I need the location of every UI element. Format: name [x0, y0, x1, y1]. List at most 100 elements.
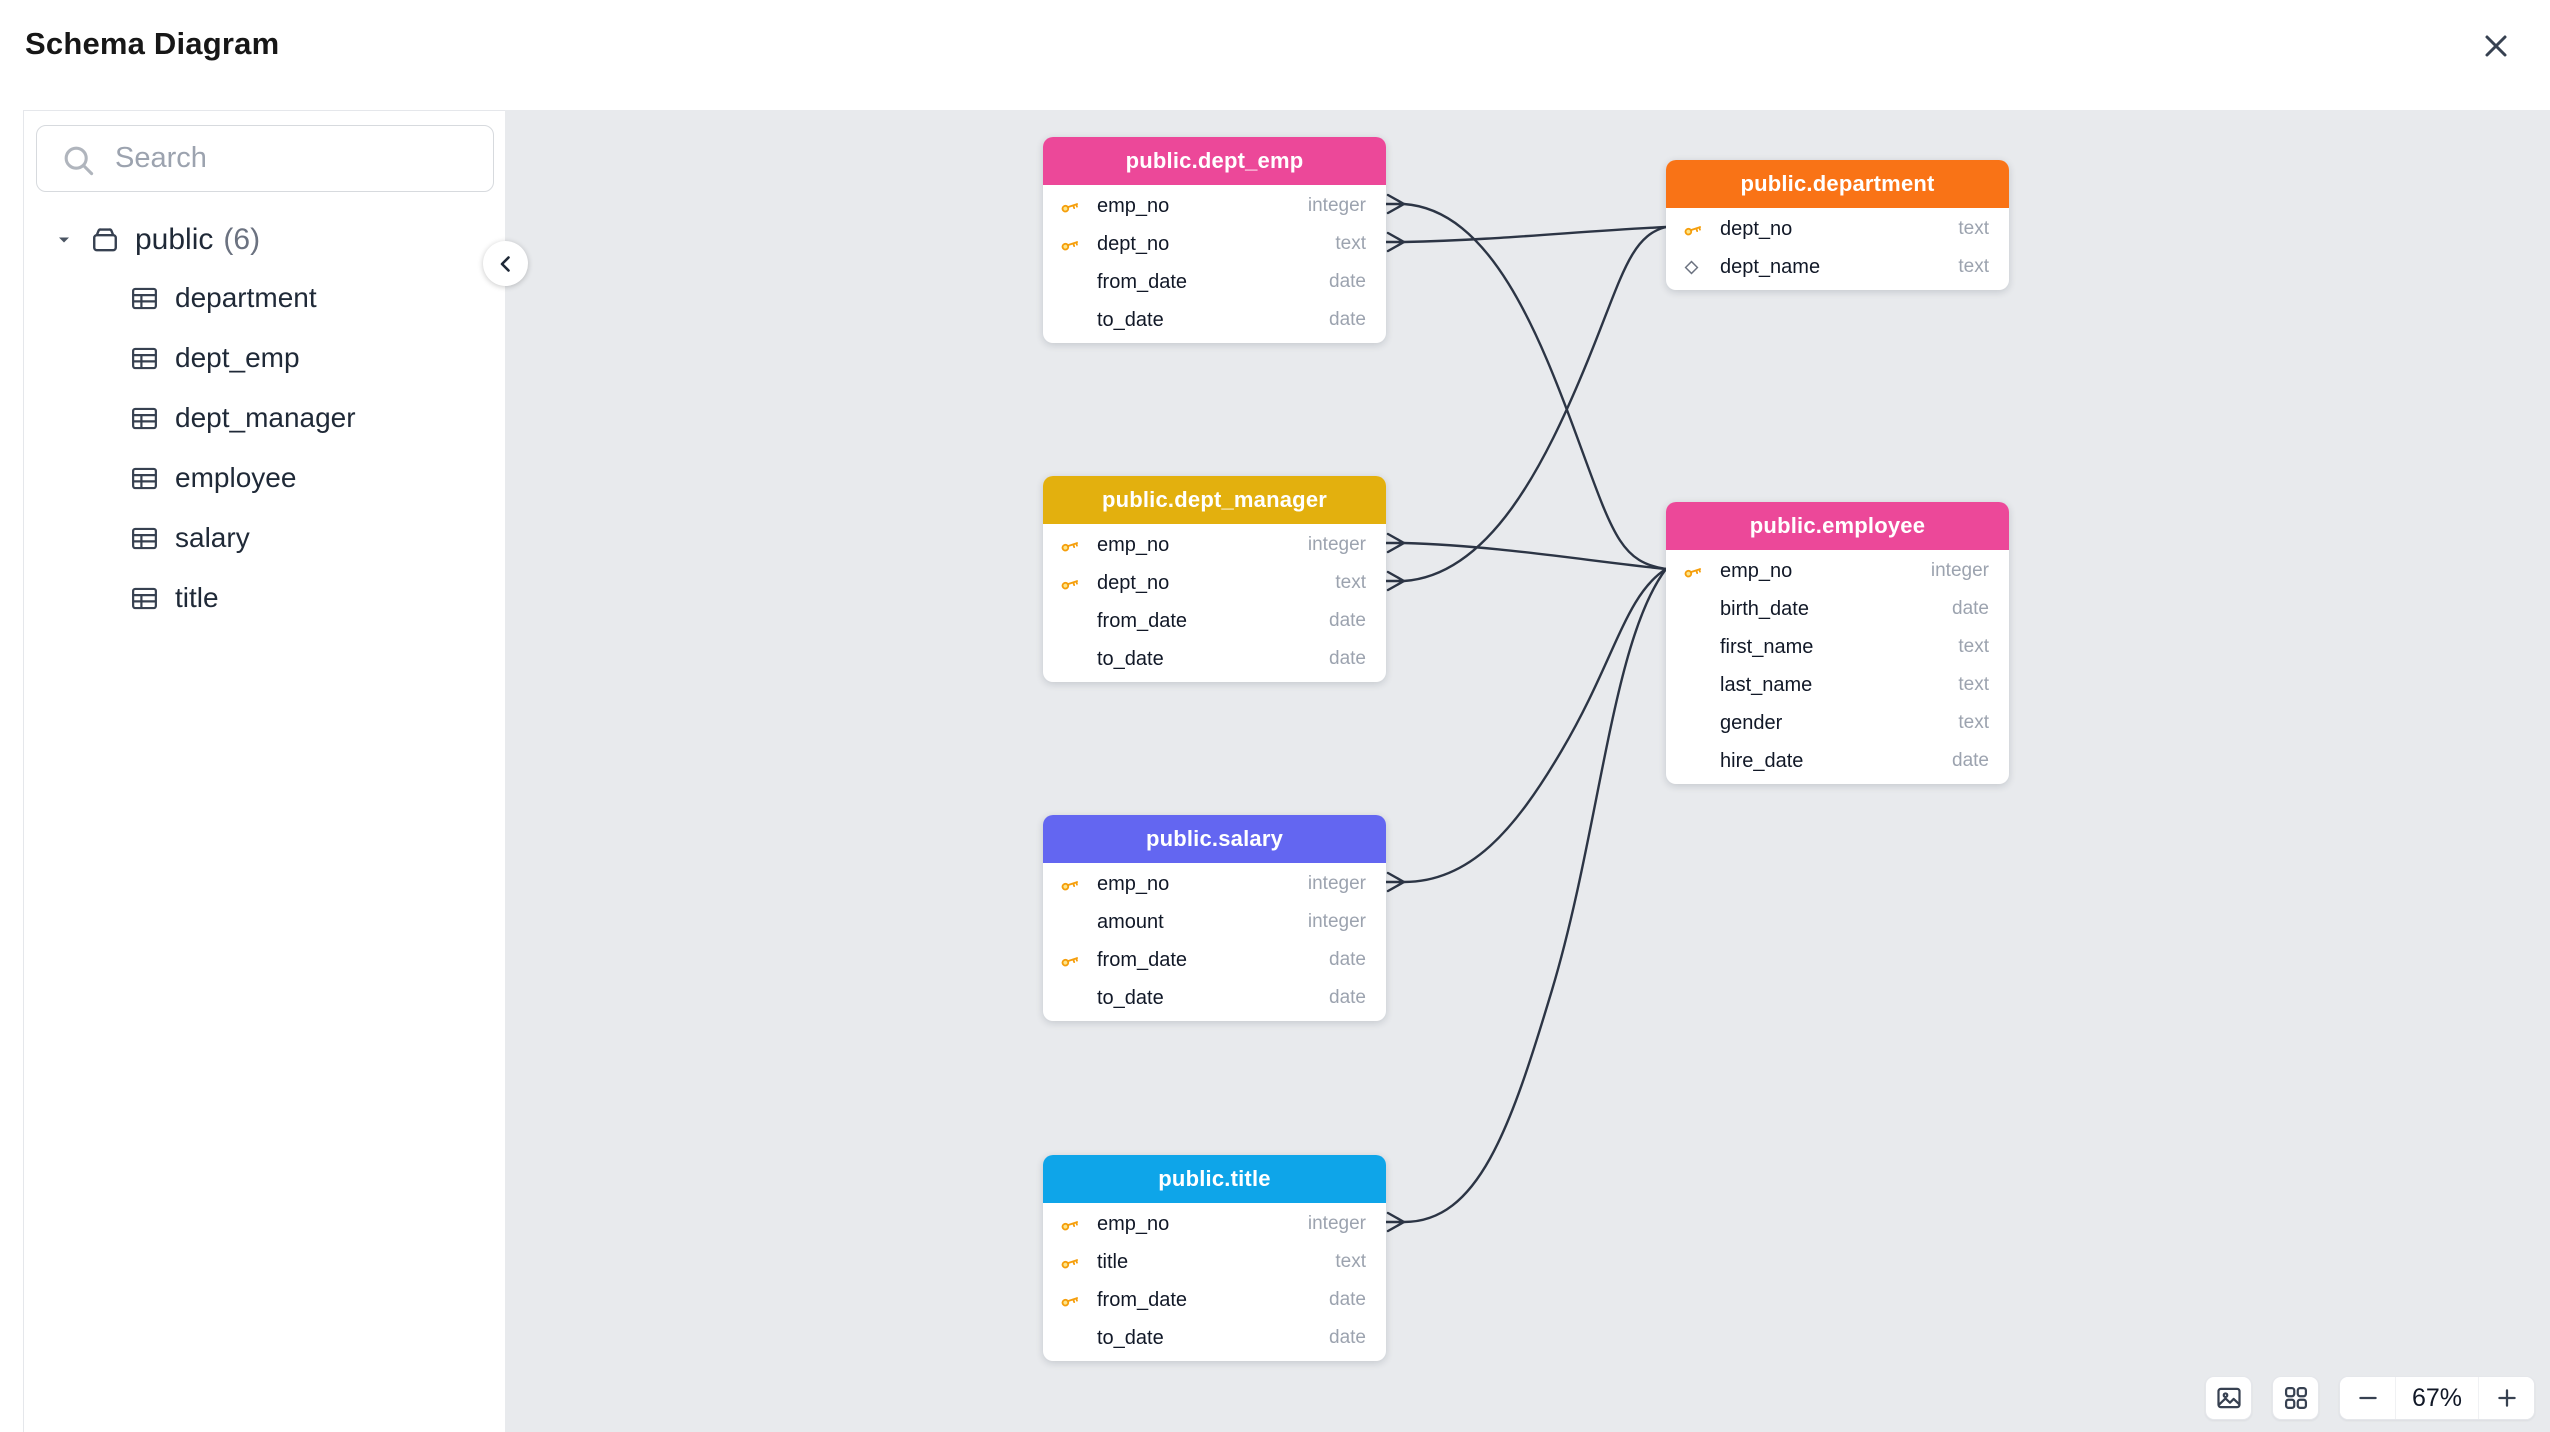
connection-line[interactable] [1402, 541, 1668, 571]
column-row[interactable]: first_name text [1666, 628, 2009, 666]
download-image-button[interactable] [2205, 1376, 2252, 1420]
minus-icon [2358, 1396, 2377, 1400]
sidebar-collapse-button[interactable] [483, 241, 528, 286]
column-name: hire_date [1720, 749, 1804, 772]
caret-down-icon[interactable] [54, 230, 74, 250]
column-row[interactable]: birth_date date [1666, 590, 2009, 628]
column-name: emp_no [1097, 1212, 1170, 1235]
sidebar-item-dept-emp[interactable]: dept_emp [24, 328, 505, 388]
tables-sidebar: public (6) department dept_emp dept_mana… [23, 110, 505, 1432]
table-node-header[interactable]: public.employee [1666, 502, 2009, 550]
table-node-header[interactable]: public.department [1666, 160, 2009, 208]
table-node-title[interactable]: public.title emp_no integer title text f… [1043, 1155, 1386, 1361]
schema-tree: public (6) department dept_emp dept_mana… [24, 212, 505, 628]
zoom-controls: 67% [2339, 1376, 2535, 1420]
column-type: integer [1307, 1213, 1366, 1234]
table-node-header[interactable]: public.title [1043, 1155, 1386, 1203]
column-name: dept_name [1720, 255, 1821, 278]
sidebar-item-dept-manager[interactable]: dept_manager [24, 388, 505, 448]
column-name: emp_no [1097, 533, 1170, 556]
column-type: text [1958, 674, 1989, 695]
sidebar-item-salary[interactable]: salary [24, 508, 505, 568]
crow-foot-marker [1384, 532, 1406, 554]
column-name: to_date [1097, 647, 1164, 670]
column-row[interactable]: title text [1043, 1243, 1386, 1281]
column-row[interactable]: emp_no integer [1043, 865, 1386, 903]
table-node-header[interactable]: public.salary [1043, 815, 1386, 863]
sidebar-item-employee[interactable]: employee [24, 448, 505, 508]
column-type: date [1329, 949, 1366, 970]
table-node-dept-emp[interactable]: public.dept_emp emp_no integer dept_no t… [1043, 137, 1386, 343]
column-row[interactable]: from_date date [1043, 1281, 1386, 1319]
table-node-dept-manager[interactable]: public.dept_manager emp_no integer dept_… [1043, 476, 1386, 682]
relationship-edges [1384, 193, 1668, 1233]
column-type: integer [1307, 911, 1366, 932]
table-icon [129, 343, 160, 374]
table-node-department[interactable]: public.department dept_no text dept_name… [1666, 160, 2009, 290]
column-row[interactable]: emp_no integer [1666, 552, 2009, 590]
connection-line[interactable] [1402, 567, 1668, 1224]
tree-node-public-schema[interactable]: public (6) [24, 212, 505, 268]
zoom-out-button[interactable] [2340, 1377, 2396, 1419]
table-node-header[interactable]: public.dept_emp [1043, 137, 1386, 185]
primary-key-icon [1059, 1213, 1097, 1235]
column-row[interactable]: from_date date [1043, 263, 1386, 301]
image-icon [2216, 1387, 2241, 1409]
column-name: to_date [1097, 1326, 1164, 1349]
column-row[interactable]: dept_no text [1043, 225, 1386, 263]
table-node-employee[interactable]: public.employee emp_no integer birth_dat… [1666, 502, 2009, 784]
column-name: first_name [1720, 635, 1814, 658]
column-type: integer [1307, 195, 1366, 216]
table-node-header[interactable]: public.dept_manager [1043, 476, 1386, 524]
column-row[interactable]: to_date date [1043, 979, 1386, 1017]
column-type: text [1958, 636, 1989, 657]
column-name: emp_no [1720, 559, 1793, 582]
column-row[interactable]: dept_no text [1666, 210, 2009, 248]
column-row[interactable]: dept_name text [1666, 248, 2009, 286]
table-node-salary[interactable]: public.salary emp_no integer amount inte… [1043, 815, 1386, 1021]
column-row[interactable]: to_date date [1043, 640, 1386, 678]
column-type: integer [1307, 534, 1366, 555]
column-row[interactable]: amount integer [1043, 903, 1386, 941]
column-row[interactable]: dept_no text [1043, 564, 1386, 602]
connection-line[interactable] [1402, 202, 1668, 571]
column-row[interactable]: gender text [1666, 704, 2009, 742]
column-type: date [1329, 987, 1366, 1008]
primary-key-icon [1059, 1289, 1097, 1311]
primary-key-icon [1059, 1251, 1097, 1273]
connection-line[interactable] [1402, 225, 1668, 583]
table-node-body: emp_no integer amount integer from_date … [1043, 863, 1386, 1021]
connection-line[interactable] [1402, 567, 1668, 884]
primary-key-icon [1059, 195, 1097, 217]
column-name: emp_no [1097, 872, 1170, 895]
column-row[interactable]: hire_date date [1666, 742, 2009, 780]
column-type: date [1329, 1289, 1366, 1310]
column-row[interactable]: from_date date [1043, 602, 1386, 640]
column-row[interactable]: to_date date [1043, 301, 1386, 339]
table-label: department [175, 282, 317, 313]
grid-icon [2284, 1386, 2307, 1410]
close-button[interactable] [2474, 24, 2518, 68]
column-row[interactable]: from_date date [1043, 941, 1386, 979]
sidebar-item-department[interactable]: department [24, 268, 505, 328]
zoom-in-button[interactable] [2478, 1377, 2534, 1419]
column-row[interactable]: last_name text [1666, 666, 2009, 704]
column-row[interactable]: emp_no integer [1043, 1205, 1386, 1243]
table-node-body: dept_no text dept_name text [1666, 208, 2009, 290]
connection-line[interactable] [1402, 225, 1668, 244]
column-type: text [1335, 572, 1366, 593]
schema-label: public [135, 223, 214, 256]
diagram-canvas[interactable]: public.dept_emp emp_no integer dept_no t… [505, 110, 2550, 1432]
modal-header: Schema Diagram [0, 0, 2550, 110]
sidebar-item-title[interactable]: title [24, 568, 505, 628]
column-name: gender [1720, 711, 1783, 734]
chevron-left-icon [500, 255, 510, 272]
search-input[interactable] [36, 125, 494, 192]
column-row[interactable]: emp_no integer [1043, 187, 1386, 225]
column-row[interactable]: to_date date [1043, 1319, 1386, 1357]
auto-layout-button[interactable] [2272, 1376, 2319, 1420]
column-row[interactable]: emp_no integer [1043, 526, 1386, 564]
table-icon [129, 583, 160, 614]
column-type: date [1329, 1327, 1366, 1348]
